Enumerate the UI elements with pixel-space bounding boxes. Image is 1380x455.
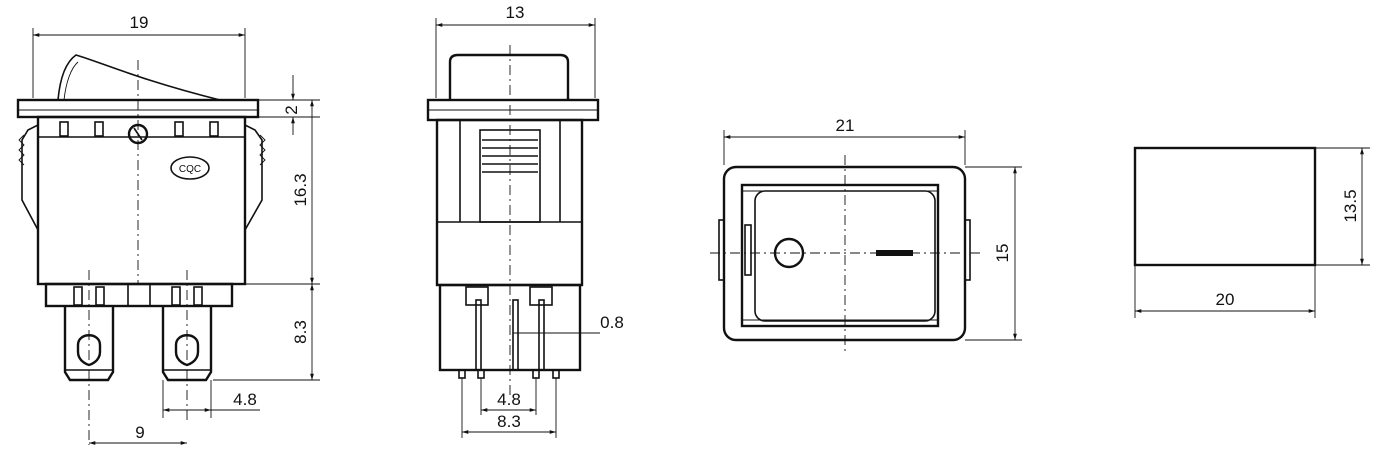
- top-width-label: 21: [836, 116, 855, 135]
- terminal-pitch-label: 9: [135, 423, 144, 442]
- cqc-certification-mark: [170, 156, 210, 180]
- front-view: 19 CQC: [16, 13, 320, 445]
- rocker-actuator: [57, 54, 221, 101]
- svg-text:CQC: CQC: [179, 164, 201, 175]
- cutout-width-label: 20: [1216, 290, 1235, 309]
- top-view: 21 15: [710, 116, 1022, 355]
- cutout-height-label: 13.5: [1341, 189, 1360, 222]
- top-opening: [740, 183, 940, 328]
- side-view: 13 0.8: [426, 3, 624, 438]
- front-body-height-label: 16.3: [291, 173, 310, 206]
- pin-width-label: 4.8: [497, 390, 521, 409]
- terminal-width-label: 4.8: [233, 390, 257, 409]
- panel-cutout: [1133, 146, 1317, 267]
- panel-cutout-view: 13.5 20: [1133, 146, 1370, 318]
- front-flange-label: 2: [282, 105, 301, 114]
- front-terminal-base: [44, 282, 234, 308]
- side-rocker: [448, 53, 570, 100]
- top-height-label: 15: [993, 244, 1012, 263]
- pin-span-label: 8.3: [497, 412, 521, 431]
- front-width-label: 19: [130, 13, 149, 32]
- side-width-label: 13: [506, 3, 525, 22]
- front-terminal-height-label: 8.3: [291, 320, 310, 344]
- pin-thickness-label: 0.8: [600, 313, 624, 332]
